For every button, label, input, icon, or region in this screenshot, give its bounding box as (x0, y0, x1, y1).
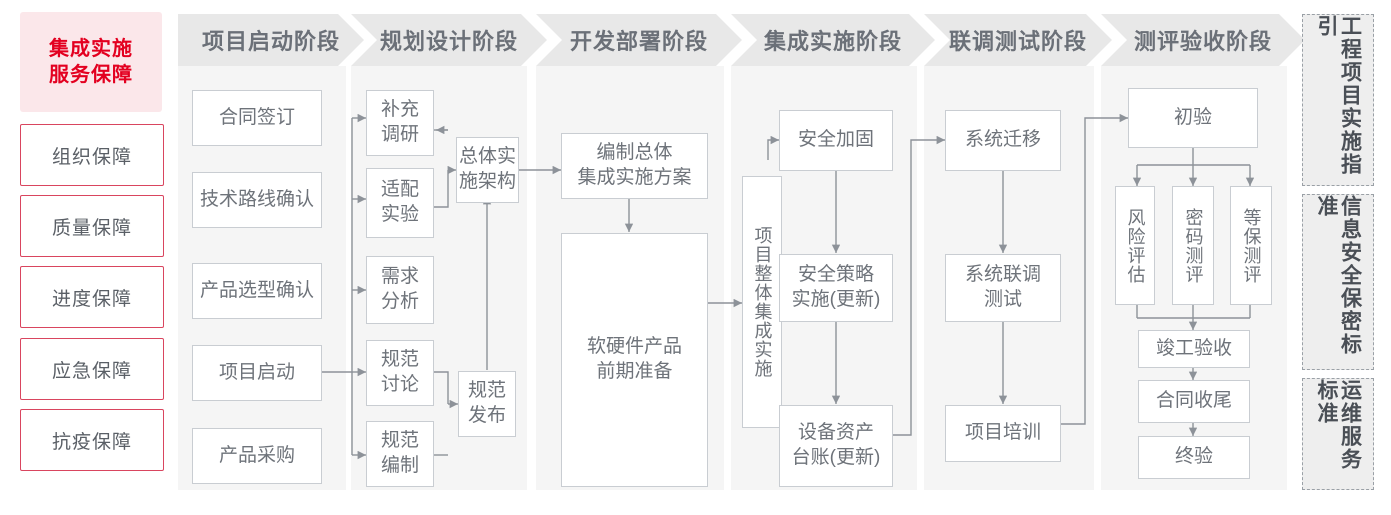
rail-item-epidemic[interactable]: 抗疫保障 (20, 409, 164, 471)
rail-item-label: 抗疫保障 (51, 431, 132, 453)
node-tech-route-confirm[interactable]: 技术路线确认 (192, 172, 322, 228)
rail-item-label: 质量保障 (51, 217, 132, 239)
node-label-line2: 实验 (380, 204, 419, 225)
node-label: 项目整体集成实施 (752, 226, 773, 378)
node-label-line1: 适配 (380, 179, 419, 201)
phase-header-project-start[interactable]: 项目启动阶段 (178, 14, 364, 66)
node-standard-discussion[interactable]: 规范 讨论 (366, 340, 434, 406)
node-draft-integration-plan[interactable]: 编制总体 集成实施方案 (561, 133, 708, 199)
phase-header-label: 开发部署阶段 (569, 29, 708, 54)
standard-engineering-project-guide[interactable]: 工程项目实施指引 (1302, 14, 1374, 186)
rail-item-label: 组织保障 (51, 146, 132, 168)
node-overall-project-integration[interactable]: 项目整体集成实施 (742, 176, 782, 428)
node-security-policy-implementation[interactable]: 安全策略 实施(更新) (779, 254, 893, 322)
node-label-line1: 编制总体 (596, 142, 673, 164)
node-standard-release[interactable]: 规范 发布 (458, 371, 516, 437)
node-risk-assessment[interactable]: 风险评估 (1115, 186, 1155, 305)
node-label: 技术路线确认 (199, 188, 314, 210)
node-label-line1: 规范 (380, 430, 419, 452)
node-contract-signing[interactable]: 合同签订 (192, 90, 322, 146)
node-label-line2: 编制 (380, 455, 419, 476)
node-product-procurement[interactable]: 产品采购 (192, 428, 322, 484)
node-label: 产品采购 (218, 444, 295, 466)
phase-header-acceptance[interactable]: 测评验收阶段 (1101, 14, 1305, 66)
left-rail-title-line2: 服务保障 (49, 64, 133, 86)
node-supplementary-research[interactable]: 补充 调研 (366, 90, 434, 156)
node-label: 项目启动 (218, 361, 295, 383)
node-label: 系统迁移 (964, 129, 1041, 151)
node-label-line1: 安全策略 (797, 264, 874, 286)
node-label-line1: 软硬件产品 (586, 336, 682, 358)
node-contract-closure[interactable]: 合同收尾 (1138, 380, 1250, 423)
node-cryptography-evaluation[interactable]: 密码测评 (1172, 186, 1214, 305)
node-label-line1: 需求 (380, 266, 419, 288)
phase-header-label: 项目启动阶段 (201, 29, 340, 54)
node-label: 初验 (1173, 106, 1212, 128)
node-project-kickoff[interactable]: 项目启动 (192, 345, 322, 401)
node-label-line2: 施架构 (459, 171, 517, 192)
node-label: 项目培训 (964, 422, 1041, 444)
node-label-line1: 规范 (467, 380, 506, 402)
node-requirement-analysis[interactable]: 需求 分析 (366, 256, 434, 324)
left-rail-title-line1: 集成实施 (49, 37, 133, 60)
node-label-line1: 规范 (380, 349, 419, 371)
node-product-selection-confirm[interactable]: 产品选型确认 (192, 263, 322, 319)
rail-item-label: 应急保障 (51, 360, 132, 382)
node-project-training[interactable]: 项目培训 (945, 405, 1061, 462)
node-security-hardening[interactable]: 安全加固 (779, 110, 893, 171)
node-system-joint-testing[interactable]: 系统联调 测试 (945, 254, 1061, 322)
phase-header-joint-test[interactable]: 联调测试阶段 (924, 14, 1112, 66)
node-completion-acceptance[interactable]: 竣工验收 (1138, 330, 1250, 368)
node-label-line1: 设备资产 (797, 422, 874, 444)
rail-item-quality[interactable]: 质量保障 (20, 195, 164, 257)
phase-header-planning-design[interactable]: 规划设计阶段 (351, 14, 547, 66)
standard-infosec-confidentiality[interactable]: 信息安全保密标准 (1302, 194, 1374, 370)
rail-item-label: 进度保障 (51, 288, 132, 310)
phase-header-integration[interactable]: 集成实施阶段 (731, 14, 935, 66)
node-preliminary-acceptance[interactable]: 初验 (1128, 88, 1258, 148)
node-classified-protection-evaluation[interactable]: 等保测评 (1230, 186, 1272, 305)
node-label-line2: 讨论 (380, 374, 419, 395)
phase-header-label: 联调测试阶段 (948, 29, 1087, 54)
node-label-line2: 集成实施方案 (577, 167, 692, 188)
node-label: 产品选型确认 (199, 279, 314, 301)
node-standard-drafting[interactable]: 规范 编制 (366, 421, 434, 487)
phase-header-label: 规划设计阶段 (379, 29, 518, 54)
node-system-migration[interactable]: 系统迁移 (945, 110, 1061, 171)
node-label: 合同签订 (218, 106, 295, 128)
standard-label: 运维服务标准 (1315, 379, 1362, 471)
rail-item-emergency[interactable]: 应急保障 (20, 338, 164, 400)
node-label: 合同收尾 (1155, 390, 1232, 412)
node-overall-implementation-architecture[interactable]: 总体实 施架构 (456, 137, 519, 203)
node-equipment-asset-ledger[interactable]: 设备资产 台账(更新) (779, 405, 893, 487)
node-label-line2: 调研 (380, 124, 419, 145)
node-adaptation-experiment[interactable]: 适配 实验 (366, 168, 434, 238)
node-label-line1: 系统联调 (964, 264, 1041, 286)
node-label: 密码测评 (1183, 207, 1204, 284)
node-label-line2: 实施(更新) (791, 289, 881, 310)
phase-header-label: 集成实施阶段 (763, 29, 902, 54)
node-label: 等保测评 (1241, 207, 1262, 284)
standard-label: 工程项目实施指引 (1315, 15, 1362, 176)
rail-item-organization[interactable]: 组织保障 (20, 124, 164, 186)
node-label: 终验 (1174, 446, 1213, 468)
node-label-line1: 补充 (380, 99, 419, 121)
node-label-line2: 分析 (380, 291, 419, 312)
node-label: 风险评估 (1125, 207, 1146, 284)
node-label-line2: 测试 (983, 289, 1022, 310)
node-label: 安全加固 (797, 129, 874, 151)
left-rail-title: 集成实施 服务保障 (20, 12, 162, 112)
rail-item-schedule[interactable]: 进度保障 (20, 266, 164, 328)
node-hardware-software-preparation[interactable]: 软硬件产品 前期准备 (561, 233, 708, 487)
node-label-line1: 总体实 (459, 146, 517, 168)
node-final-acceptance[interactable]: 终验 (1138, 436, 1250, 479)
standard-label: 信息安全保密标准 (1315, 195, 1362, 356)
standard-ops-service[interactable]: 运维服务标准 (1302, 378, 1374, 490)
phase-header-label: 测评验收阶段 (1133, 29, 1272, 54)
node-label-line2: 台账(更新) (791, 447, 881, 468)
node-label-line2: 发布 (467, 405, 506, 426)
phase-header-dev-deploy[interactable]: 开发部署阶段 (536, 14, 742, 66)
node-label-line2: 前期准备 (596, 361, 673, 382)
node-label: 竣工验收 (1155, 337, 1232, 359)
